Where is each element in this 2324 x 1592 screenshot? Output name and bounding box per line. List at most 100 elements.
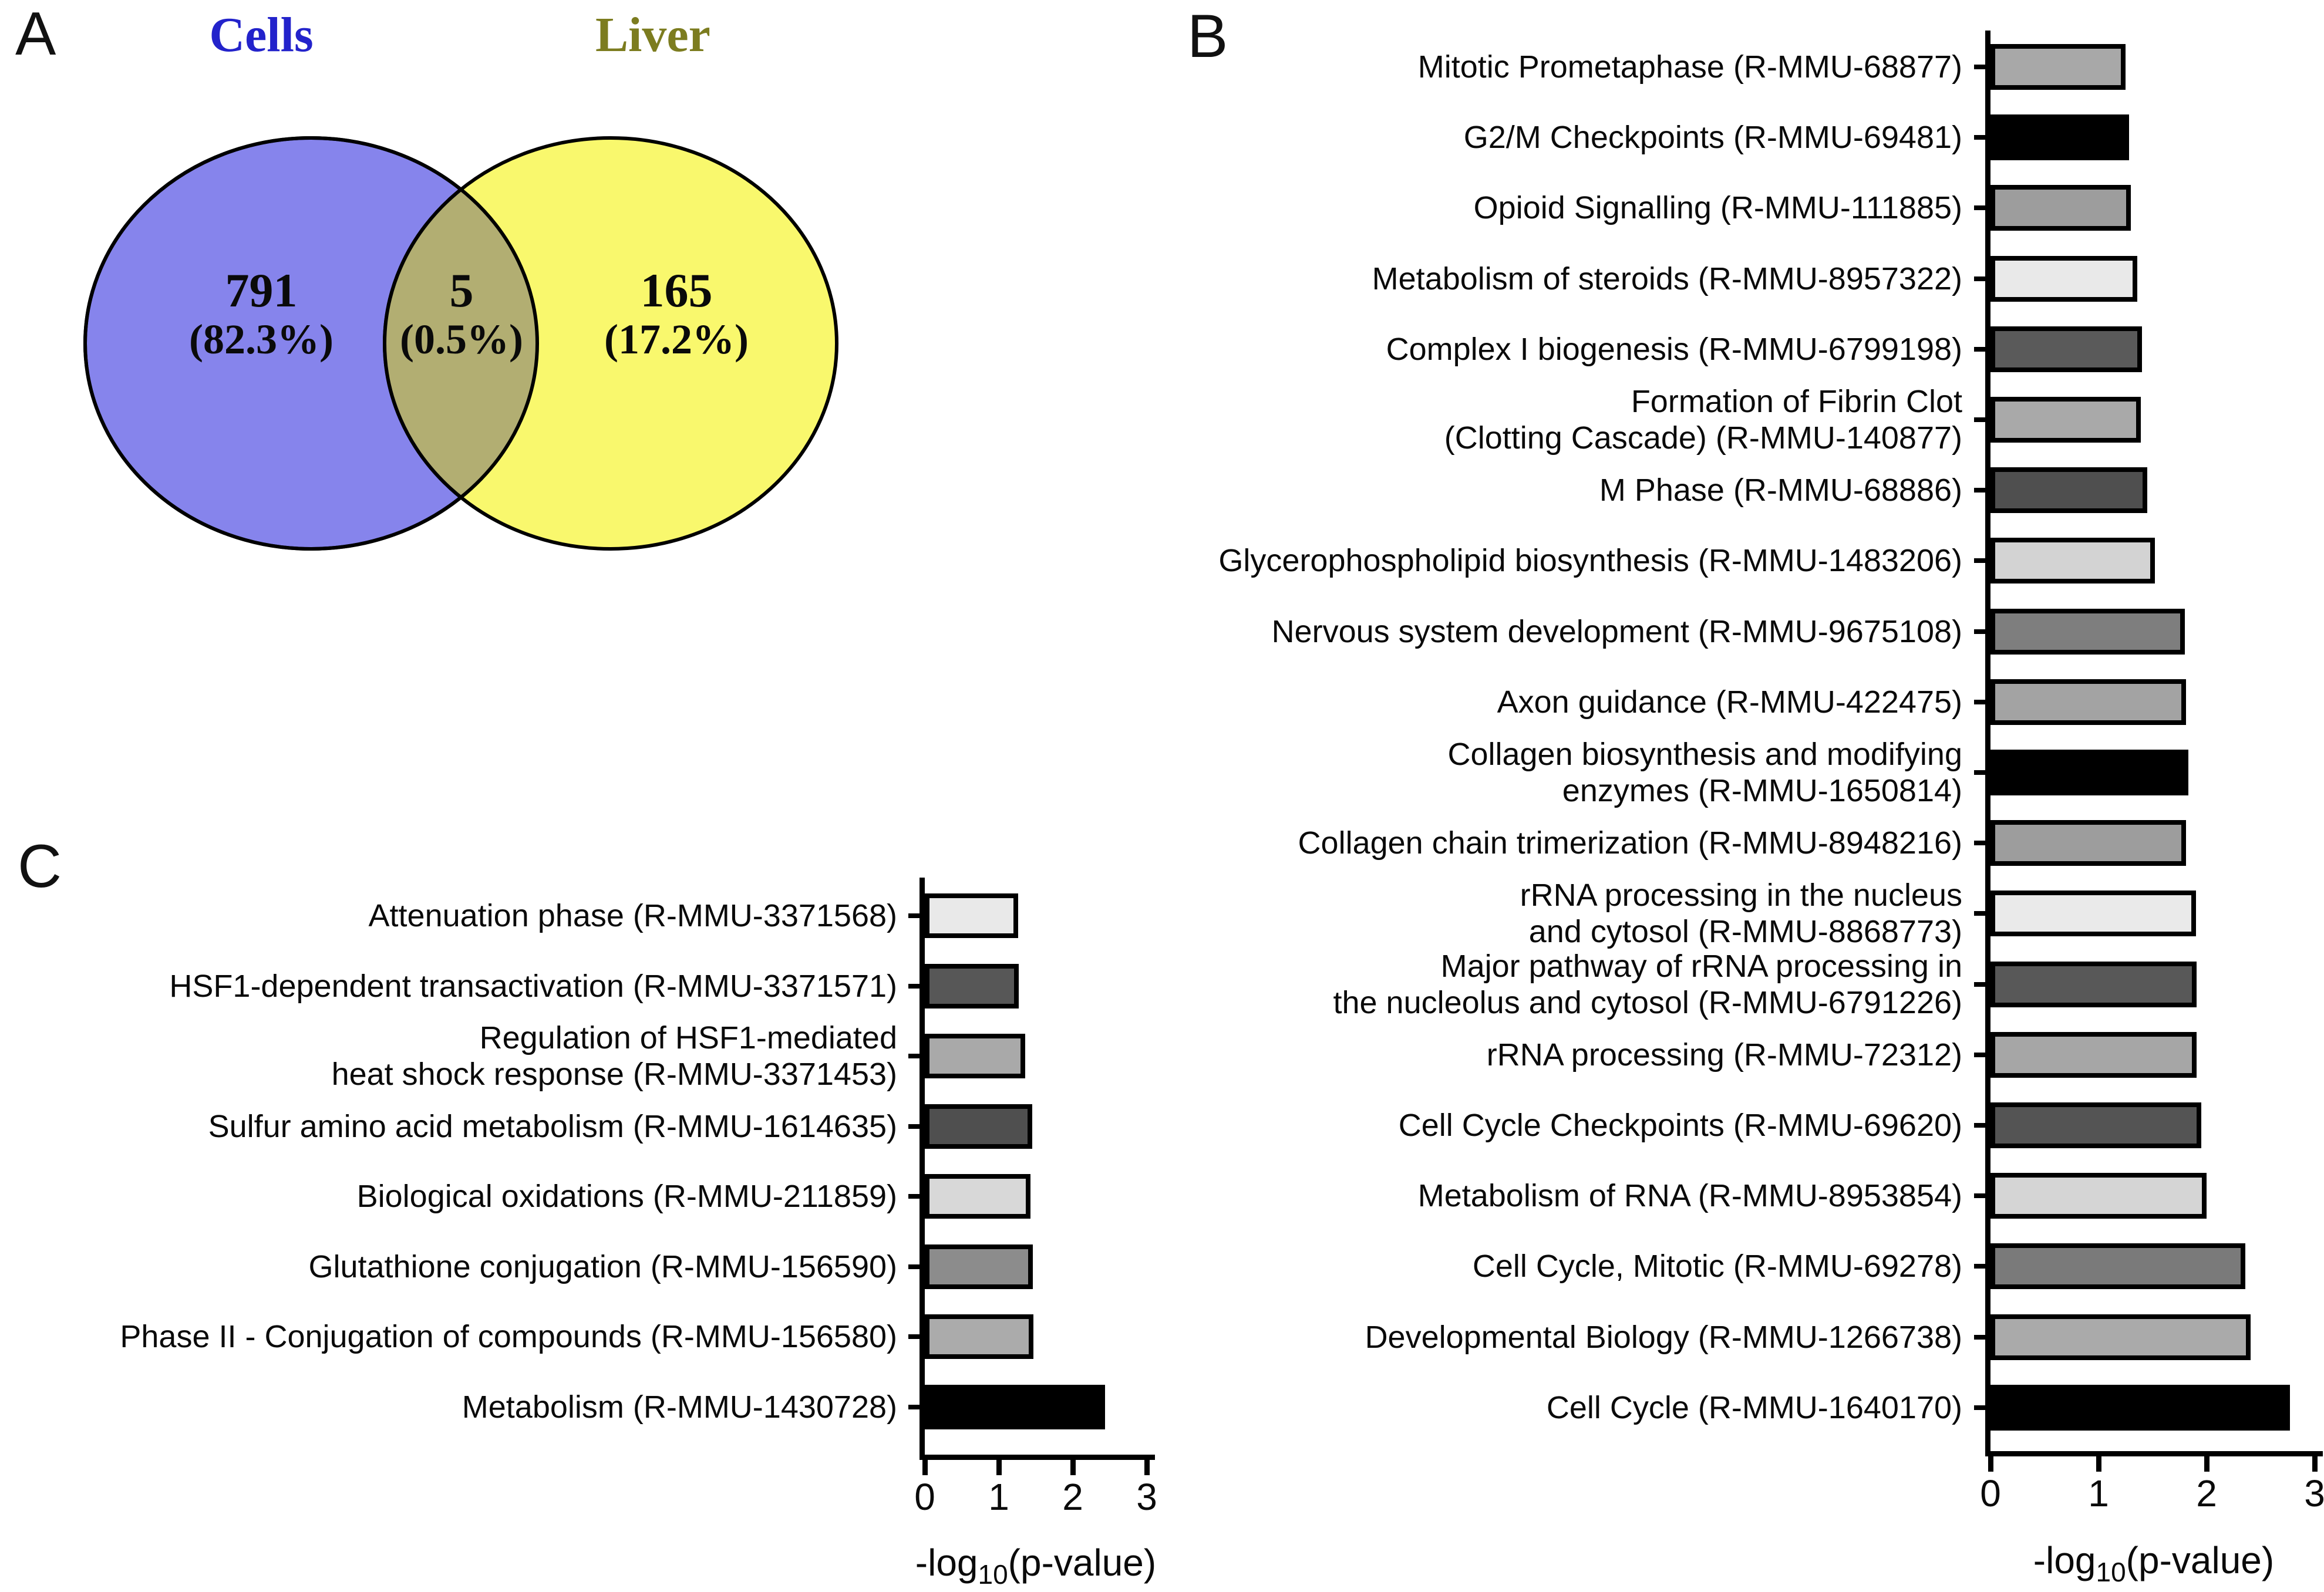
bar bbox=[1990, 891, 2196, 937]
category-label: Cell Cycle, Mitotic (R-MMU-69278) bbox=[1472, 1249, 1962, 1284]
bar bbox=[1990, 1173, 2207, 1219]
bar bbox=[925, 1314, 1033, 1359]
category-tick bbox=[1974, 699, 1990, 704]
category-label: Collagen biosynthesis and modifying enzy… bbox=[1447, 737, 1962, 808]
x-axis-tick bbox=[1070, 1460, 1076, 1475]
category-tick bbox=[1974, 558, 1990, 564]
venn-overlap-values: 5 (0.5%) bbox=[400, 265, 523, 363]
category-tick bbox=[1974, 841, 1990, 846]
venn-diagram bbox=[83, 136, 838, 551]
venn-left-values: 791 (82.3%) bbox=[189, 265, 334, 363]
category-tick bbox=[908, 1264, 925, 1269]
x-axis-line bbox=[1985, 1451, 2323, 1456]
category-tick bbox=[1974, 346, 1990, 352]
x-axis-title-part: -log bbox=[915, 1542, 978, 1584]
x-axis-title: -log10(p-value) bbox=[915, 1544, 1156, 1588]
category-label: Metabolism of RNA (R-MMU-8953854) bbox=[1417, 1178, 1962, 1214]
bar bbox=[1990, 1031, 2197, 1078]
x-axis-tick-label: 1 bbox=[988, 1476, 1009, 1518]
bar bbox=[1990, 397, 2141, 443]
venn-left-count: 791 bbox=[225, 264, 298, 317]
category-tick bbox=[1974, 417, 1990, 422]
y-axis-line bbox=[1985, 31, 1990, 1456]
bar bbox=[1990, 608, 2185, 655]
bar bbox=[925, 1104, 1032, 1149]
x-axis-line bbox=[920, 1455, 1155, 1460]
bar bbox=[1990, 44, 2126, 90]
x-axis-title-part: 10 bbox=[978, 1559, 1008, 1590]
category-tick bbox=[908, 1194, 925, 1199]
category-label: Collagen chain trimerization (R-MMU-8948… bbox=[1298, 825, 1962, 861]
category-label: Sulfur amino acid metabolism (R-MMU-1614… bbox=[208, 1108, 897, 1144]
bar bbox=[1990, 1314, 2251, 1360]
category-tick bbox=[908, 913, 925, 918]
category-label: Glutathione conjugation (R-MMU-156590) bbox=[308, 1249, 897, 1284]
bar bbox=[1990, 679, 2186, 725]
category-label: Cell Cycle (R-MMU-1640170) bbox=[1546, 1389, 1962, 1425]
venn-right-count: 165 bbox=[640, 264, 713, 317]
category-tick bbox=[1974, 1123, 1990, 1128]
x-axis-tick-label: 2 bbox=[1062, 1476, 1083, 1518]
bar bbox=[1990, 1243, 2245, 1290]
panel-c-letter: C bbox=[18, 832, 62, 900]
venn-left-circle-outline bbox=[83, 136, 539, 551]
bar bbox=[925, 1174, 1030, 1219]
bar bbox=[925, 1034, 1025, 1078]
category-label: rRNA processing (R-MMU-72312) bbox=[1486, 1037, 1962, 1072]
x-axis-tick bbox=[1144, 1460, 1150, 1475]
x-axis-tick-label: 2 bbox=[2196, 1472, 2217, 1515]
category-label: Regulation of HSF1-mediated heat shock r… bbox=[331, 1020, 897, 1092]
panel-b-letter: B bbox=[1187, 2, 1228, 70]
x-axis-title-part: 10 bbox=[2096, 1556, 2126, 1587]
venn-overlap-count: 5 bbox=[449, 264, 474, 317]
x-axis-tick bbox=[2096, 1456, 2101, 1472]
category-tick bbox=[1974, 770, 1990, 775]
bar bbox=[1990, 538, 2155, 584]
category-label: Major pathway of rRNA processing in the … bbox=[1333, 948, 1962, 1020]
category-tick bbox=[908, 1054, 925, 1058]
category-label: Cell Cycle Checkpoints (R-MMU-69620) bbox=[1398, 1108, 1962, 1143]
venn-set-label-liver: Liver bbox=[595, 8, 710, 62]
category-label: Axon guidance (R-MMU-422475) bbox=[1497, 684, 1962, 720]
bar bbox=[1990, 326, 2142, 372]
category-label: rRNA processing in the nucleus and cytos… bbox=[1520, 878, 1962, 950]
x-axis-tick bbox=[996, 1460, 1002, 1475]
bar bbox=[1990, 255, 2137, 302]
bar bbox=[1990, 820, 2186, 866]
venn-overlap-percent: (0.5%) bbox=[400, 316, 523, 363]
category-tick bbox=[1974, 1334, 1990, 1340]
x-axis-tick bbox=[2312, 1456, 2318, 1472]
x-axis-title-part: -log bbox=[2033, 1539, 2096, 1581]
category-tick bbox=[908, 1334, 925, 1339]
category-tick bbox=[908, 1124, 925, 1129]
bar bbox=[1990, 467, 2147, 514]
x-axis-tick bbox=[2204, 1456, 2210, 1472]
bar bbox=[925, 893, 1018, 938]
category-tick bbox=[1974, 981, 1990, 987]
venn-overlap-region bbox=[383, 138, 537, 549]
x-axis-tick-label: 0 bbox=[914, 1476, 935, 1518]
x-axis-tick-label: 0 bbox=[1980, 1472, 2001, 1515]
bar bbox=[1990, 114, 2129, 161]
category-label: Developmental Biology (R-MMU-1266738) bbox=[1365, 1319, 1962, 1355]
y-axis-line bbox=[920, 878, 925, 1460]
category-tick bbox=[1974, 1052, 1990, 1057]
x-axis-tick-label: 3 bbox=[2304, 1472, 2324, 1515]
x-axis-title-part: (p-value) bbox=[1008, 1542, 1157, 1584]
x-axis-title: -log10(p-value) bbox=[2033, 1542, 2274, 1586]
category-tick bbox=[1974, 1405, 1990, 1410]
category-tick bbox=[1974, 205, 1990, 211]
x-axis-tick-label: 1 bbox=[2088, 1472, 2109, 1515]
bar bbox=[925, 1244, 1033, 1289]
category-tick bbox=[1974, 65, 1990, 69]
category-tick bbox=[1974, 1264, 1990, 1269]
category-label: Biological oxidations (R-MMU-211859) bbox=[356, 1179, 897, 1214]
category-tick bbox=[1974, 911, 1990, 916]
category-tick bbox=[1974, 1193, 1990, 1199]
bar bbox=[925, 963, 1019, 1009]
venn-set-label-cells: Cells bbox=[209, 8, 314, 62]
bar bbox=[1990, 1384, 2290, 1431]
category-tick bbox=[1974, 276, 1990, 281]
category-label: Attenuation phase (R-MMU-3371568) bbox=[368, 898, 897, 933]
